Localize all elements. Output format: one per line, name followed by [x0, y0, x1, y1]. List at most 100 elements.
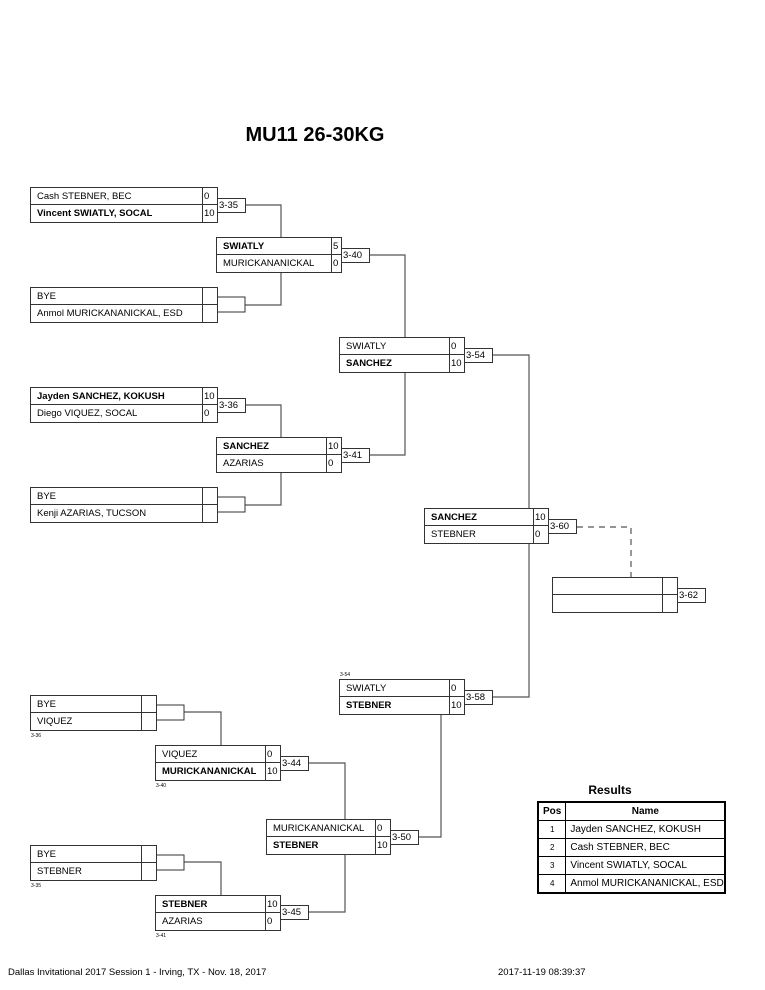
- competitor-score: [662, 595, 677, 612]
- result-name: Cash STEBNER, BEC: [565, 838, 726, 857]
- competitor-name: VIQUEZ: [162, 748, 198, 760]
- competitor-name: Vincent SWIATLY, SOCAL: [37, 208, 153, 219]
- competitor-score: [202, 505, 217, 522]
- competitor-score: [662, 578, 677, 594]
- competitor-score: 0: [326, 455, 341, 472]
- footer-event-info: Dallas Invitational 2017 Session 1 - Irv…: [8, 967, 267, 978]
- bye-box: BYE Anmol MURICKANANICKAL, ESD: [30, 287, 218, 323]
- match-number: 3-62: [677, 588, 706, 603]
- match-number: 3-60: [548, 519, 577, 534]
- competitor-score: 5: [331, 238, 341, 254]
- competitor-score: 0: [202, 405, 217, 422]
- competitor-score: [141, 863, 156, 880]
- results-row: 2 Cash STEBNER, BEC: [537, 838, 726, 857]
- competitor-score: [202, 305, 217, 322]
- results-header-pos: Pos: [537, 801, 567, 821]
- match-number: 3-45: [280, 905, 309, 920]
- competitor-score: [141, 713, 156, 730]
- competitor-score: 0: [331, 255, 341, 272]
- competitor-name: SWIATLY: [223, 240, 265, 252]
- competitor-name: BYE: [37, 848, 57, 860]
- competitor-name: Diego VIQUEZ, SOCAL: [37, 408, 138, 419]
- match-number: 3-35: [217, 198, 246, 213]
- competitor-score: 10: [375, 837, 390, 854]
- competitor-name: SWIATLY: [346, 340, 387, 352]
- competitor-score: [141, 696, 156, 712]
- footer-timestamp: 2017-11-19 08:39:37: [498, 967, 586, 978]
- match-number: 3-40: [341, 248, 370, 263]
- competitor-name: STEBNER: [37, 866, 82, 877]
- competitor-score: 0: [265, 746, 280, 762]
- match-box-3-50: MURICKANANICKAL 0 STEBNER 10: [266, 819, 391, 855]
- competitor-name: MURICKANANICKAL: [162, 766, 257, 777]
- match-box-3-40: SWIATLY 5 MURICKANANICKAL 0: [216, 237, 342, 273]
- result-pos: 4: [537, 874, 567, 894]
- competitor-score: 10: [449, 355, 464, 372]
- bye-box: BYE STEBNER: [30, 845, 157, 881]
- competitor-name: BYE: [37, 490, 57, 502]
- competitor-name: Jayden SANCHEZ, KOKUSH: [37, 390, 165, 402]
- competitor-name: STEBNER: [431, 529, 476, 540]
- competitor-name: SANCHEZ: [431, 511, 477, 523]
- competitor-name: BYE: [37, 290, 57, 302]
- competitor-score: 10: [449, 697, 464, 714]
- match-box-3-35: Cash STEBNER, BEC 0 Vincent SWIATLY, SOCA…: [30, 187, 218, 223]
- match-number: 3-44: [280, 756, 309, 771]
- competitor-score: 10: [326, 438, 341, 454]
- competitor-name: SWIATLY: [346, 682, 387, 694]
- competitor-score: [202, 288, 217, 304]
- result-name: Anmol MURICKANANICKAL, ESD: [565, 874, 726, 894]
- results-header-name: Name: [565, 801, 726, 821]
- competitor-name: Cash STEBNER, BEC: [37, 190, 132, 202]
- match-number: 3-58: [464, 690, 493, 705]
- result-pos: 2: [537, 838, 567, 857]
- results-row: 1 Jayden SANCHEZ, KOKUSH: [537, 820, 726, 839]
- competitor-score: 0: [449, 680, 464, 696]
- match-number: 3-41: [341, 448, 370, 463]
- competitor-name: MURICKANANICKAL: [223, 258, 315, 269]
- match-box-3-36: Jayden SANCHEZ, KOKUSH 10 Diego VIQUEZ, S…: [30, 387, 218, 423]
- result-pos: 3: [537, 856, 567, 875]
- result-name: Vincent SWIATLY, SOCAL: [565, 856, 726, 875]
- match-box-3-41: SANCHEZ 10 AZARIAS 0: [216, 437, 342, 473]
- match-number: 3-50: [390, 830, 419, 845]
- results-row: 3 Vincent SWIATLY, SOCAL: [537, 856, 726, 875]
- match-box-3-54: SWIATLY 0 SANCHEZ 10: [339, 337, 465, 373]
- competitor-score: 0: [202, 188, 217, 204]
- source-match-label: 3-36: [31, 733, 42, 739]
- competitor-name: STEBNER: [273, 840, 319, 851]
- match-box-3-60: SANCHEZ 10 STEBNER 0: [424, 508, 549, 544]
- competitor-score: 10: [265, 763, 280, 780]
- competitor-score: 0: [449, 338, 464, 354]
- bye-box: BYE Kenji AZARIAS, TUCSON: [30, 487, 218, 523]
- competitor-score: 0: [533, 526, 548, 543]
- competitor-name: AZARIAS: [162, 916, 203, 927]
- results-title: Results: [588, 783, 632, 797]
- competitor-name: Anmol MURICKANANICKAL, ESD: [37, 308, 183, 319]
- competitor-score: [141, 846, 156, 862]
- source-match-label: 3-35: [31, 883, 42, 889]
- competitor-score: 0: [375, 820, 390, 836]
- competitor-name: SANCHEZ: [346, 358, 392, 369]
- match-box-3-44: VIQUEZ 0 MURICKANANICKAL 10: [155, 745, 281, 781]
- competitor-name: AZARIAS: [223, 458, 264, 469]
- competitor-score: 10: [265, 896, 280, 912]
- match-box-3-58: SWIATLY 0 STEBNER 10: [339, 679, 465, 715]
- match-number: 3-54: [464, 348, 493, 363]
- competitor-name: STEBNER: [346, 700, 392, 711]
- bracket-title: MU11 26-30KG: [245, 124, 385, 146]
- competitor-name: BYE: [37, 698, 57, 710]
- match-box-3-62: [552, 577, 678, 613]
- competitor-name: VIQUEZ: [37, 716, 73, 727]
- competitor-score: 10: [202, 388, 217, 404]
- results-table: Pos Name 1 Jayden SANCHEZ, KOKUSH 2 Cash…: [537, 801, 727, 894]
- competitor-name: SANCHEZ: [223, 440, 269, 452]
- competitor-score: 10: [533, 509, 548, 525]
- competitor-score: 10: [202, 205, 217, 222]
- result-pos: 1: [537, 820, 567, 839]
- competitor-name: Kenji AZARIAS, TUCSON: [37, 508, 147, 519]
- competitor-name: MURICKANANICKAL: [273, 822, 365, 834]
- competitor-score: [202, 488, 217, 504]
- competitor-score: 0: [265, 913, 280, 930]
